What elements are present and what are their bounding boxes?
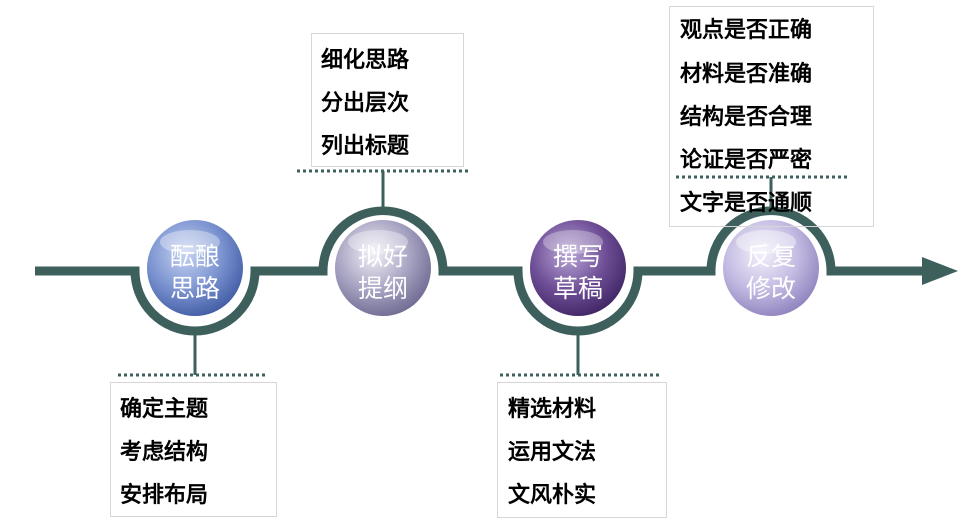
detail-item: 文风朴实	[508, 483, 597, 508]
step-node-4: 反复 修改	[718, 215, 824, 321]
detail-item: 文字是否通顺	[680, 191, 813, 216]
detail-item: 安排布局	[120, 483, 209, 508]
detail-item: 观点是否正确	[680, 18, 813, 43]
arrow-head	[922, 257, 958, 285]
step4-label-bottom: 修改	[746, 274, 796, 303]
step1-label-top: 酝酿	[170, 242, 220, 271]
detail-item: 分出层次	[321, 91, 410, 116]
details-box-step1: 确定主题 考虑结构 安排布局	[110, 382, 277, 517]
detail-item: 精选材料	[508, 397, 597, 422]
step2-label-top: 拟好	[358, 242, 408, 271]
step2-label-bottom: 提纲	[358, 274, 408, 303]
detail-item: 确定主题	[120, 397, 209, 422]
detail-item: 论证是否严密	[680, 148, 813, 173]
step-node-3: 撰写 草稿	[525, 215, 631, 321]
detail-item: 材料是否准确	[680, 62, 813, 87]
details-box-step4: 观点是否正确 材料是否准确 结构是否合理 论证是否严密 文字是否通顺	[669, 6, 874, 227]
detail-item: 列出标题	[321, 134, 410, 159]
detail-item: 细化思路	[321, 48, 410, 73]
detail-item: 运用文法	[508, 440, 597, 465]
step3-label-top: 撰写	[553, 242, 603, 271]
step4-label-top: 反复	[746, 242, 796, 271]
step-node-1: 酝酿 思路	[142, 215, 248, 321]
details-box-step2: 细化思路 分出层次 列出标题	[311, 33, 464, 167]
detail-item: 结构是否合理	[680, 105, 813, 130]
details-box-step3: 精选材料 运用文法 文风朴实	[497, 382, 667, 518]
timeline-path	[35, 206, 922, 336]
step3-label-bottom: 草稿	[553, 274, 603, 303]
detail-item: 考虑结构	[120, 440, 209, 465]
step-node-2: 拟好 提纲	[330, 215, 436, 321]
step1-label-bottom: 思路	[170, 274, 220, 303]
